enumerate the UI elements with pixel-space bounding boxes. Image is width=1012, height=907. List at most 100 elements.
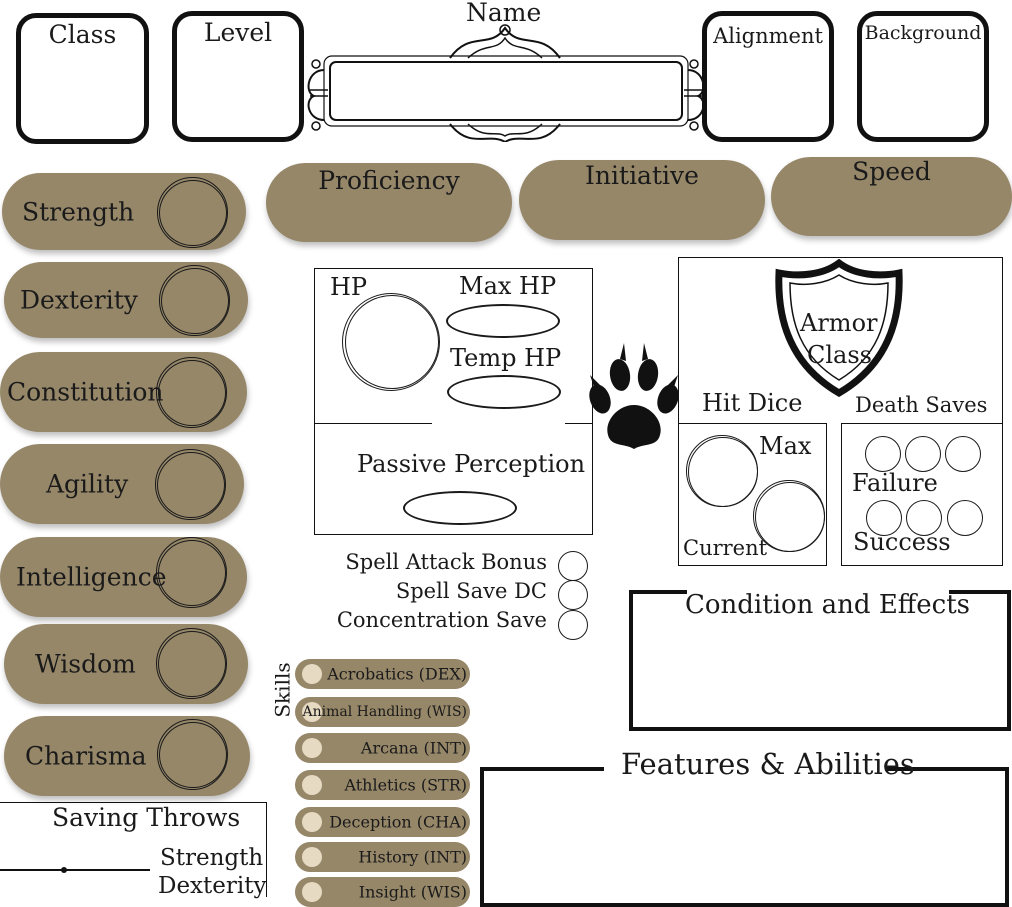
hit-dice-current-label: Current — [683, 536, 768, 560]
hp-circle[interactable] — [342, 293, 440, 391]
frame-top-left — [480, 767, 604, 771]
proficiency-dot[interactable] — [302, 738, 322, 758]
ability-charisma[interactable]: Charisma — [4, 716, 250, 796]
skill-row[interactable]: Athletics (STR) — [295, 770, 470, 800]
ability-dexterity[interactable]: Dexterity — [4, 262, 248, 338]
death-save-failure-3[interactable] — [945, 436, 981, 472]
proficiency-dot[interactable] — [302, 775, 322, 795]
ability-score-circle[interactable] — [159, 265, 230, 336]
temp-hp-field[interactable] — [447, 375, 561, 409]
passive-perception-label: Passive Perception — [357, 450, 586, 478]
divider — [0, 869, 150, 871]
frame-top-right — [885, 767, 1009, 771]
spell-save-dc-field[interactable] — [558, 580, 588, 610]
ability-label: Intelligence — [16, 562, 167, 592]
skills-title: Skills — [270, 662, 295, 718]
skill-label: Insight (WIS) — [358, 882, 467, 902]
ability-score-circle-inner — [157, 452, 225, 518]
ability-wisdom[interactable]: Wisdom — [4, 624, 248, 704]
proficiency-dot[interactable] — [302, 702, 322, 722]
ability-score-circle[interactable] — [157, 719, 228, 790]
skill-row[interactable]: History (INT) — [295, 842, 470, 872]
ability-score-circle-inner — [158, 631, 226, 697]
class-box[interactable]: Class — [16, 13, 149, 144]
features-title: Features & Abilities — [621, 747, 915, 781]
skill-label: Animal Handling (WIS) — [302, 704, 467, 720]
death-save-failure-2[interactable] — [905, 436, 941, 472]
armor-class-label: Class — [807, 341, 872, 369]
skill-label: Deception (CHA) — [329, 812, 467, 832]
death-save-success-2[interactable] — [906, 500, 942, 536]
ability-strength[interactable]: Strength — [2, 173, 246, 250]
ability-intelligence[interactable]: Intelligence — [0, 537, 247, 617]
passive-perception-field[interactable] — [403, 491, 517, 525]
ability-score-circle[interactable] — [155, 449, 226, 520]
hp-panel: HP Max HP Temp HP Passive Perception — [314, 268, 593, 535]
temp-hp-label: Temp HP — [450, 344, 562, 372]
divider-dot — [61, 867, 67, 873]
class-label: Class — [48, 20, 117, 49]
proficiency-dot[interactable] — [302, 882, 322, 902]
spell-attack-bonus-field[interactable] — [558, 551, 588, 581]
hit-dice-max-label: Max — [759, 432, 812, 460]
background-label: Background — [864, 22, 982, 44]
speed-pill[interactable]: Speed — [771, 157, 1012, 236]
skill-row[interactable]: Acrobatics (DEX) — [295, 659, 470, 689]
proficiency-pill[interactable]: Proficiency — [266, 163, 512, 242]
ability-score-circle[interactable] — [157, 177, 228, 248]
hit-dice-box[interactable]: Max Current — [678, 423, 827, 566]
level-box[interactable]: Level — [172, 11, 304, 142]
combat-panel — [678, 257, 1003, 566]
panel-divider — [565, 423, 593, 424]
ability-score-circle-inner — [158, 360, 226, 426]
proficiency-dot[interactable] — [302, 664, 322, 684]
skill-row[interactable]: Animal Handling (WIS) — [295, 697, 470, 727]
frame-top-right — [949, 590, 1011, 594]
skill-label: History (INT) — [358, 847, 467, 867]
ability-score-circle-inner — [159, 722, 227, 788]
paw-print-icon — [589, 343, 679, 449]
concentration-save-field[interactable] — [558, 610, 588, 640]
ability-score-circle-inner — [161, 268, 229, 334]
initiative-pill[interactable]: Initiative — [519, 160, 765, 240]
conditions-title: Condition and Effects — [685, 590, 971, 620]
skill-label: Arcana (INT) — [360, 738, 467, 758]
max-hp-field[interactable] — [446, 304, 560, 338]
ability-score-circle[interactable] — [156, 357, 227, 428]
ornate-frame[interactable] — [300, 20, 710, 142]
hit-dice-max-circle-inner — [688, 437, 758, 507]
death-save-failure-1[interactable] — [865, 436, 901, 472]
proficiency-dot[interactable] — [302, 812, 322, 832]
shield-icon — [775, 259, 903, 397]
features-box[interactable]: Features & Abilities — [480, 747, 1009, 907]
death-save-success-1[interactable] — [866, 500, 902, 536]
ability-constitution[interactable]: Constitution — [0, 352, 247, 432]
ability-label: Agility — [46, 469, 129, 499]
saving-throws-box[interactable]: Saving Throws Strength Dexterity — [0, 802, 267, 899]
ability-label: Wisdom — [35, 649, 136, 679]
ability-label: Dexterity — [20, 285, 138, 315]
ability-score-circle[interactable] — [156, 537, 227, 608]
speed-label: Speed — [852, 157, 931, 186]
hp-circle-inner — [345, 295, 439, 389]
skill-row[interactable]: Arcana (INT) — [295, 733, 470, 763]
ability-score-circle-inner — [159, 180, 227, 246]
ability-agility[interactable]: Agility — [0, 444, 244, 524]
spell-save-dc-label: Spell Save DC — [395, 579, 547, 603]
death-saves-title: Death Saves — [855, 393, 988, 417]
death-saves-box: Failure Success — [841, 423, 1003, 566]
saving-throw-item: Dexterity — [158, 873, 267, 899]
hit-dice-current-circle-inner — [755, 482, 825, 552]
proficiency-dot[interactable] — [302, 847, 322, 867]
skill-row[interactable]: Deception (CHA) — [295, 807, 470, 837]
ability-score-circle[interactable] — [156, 628, 227, 699]
background-box[interactable]: Background — [857, 11, 989, 142]
initiative-label: Initiative — [585, 161, 699, 190]
alignment-box[interactable]: Alignment — [702, 11, 834, 142]
conditions-box[interactable]: Condition and Effects — [629, 590, 1011, 731]
hp-label: HP — [330, 273, 368, 301]
skill-row[interactable]: Insight (WIS) — [295, 877, 470, 907]
death-save-success-3[interactable] — [947, 500, 983, 536]
spell-attack-bonus-label: Spell Attack Bonus — [345, 550, 547, 574]
ability-label: Constitution — [7, 377, 164, 407]
